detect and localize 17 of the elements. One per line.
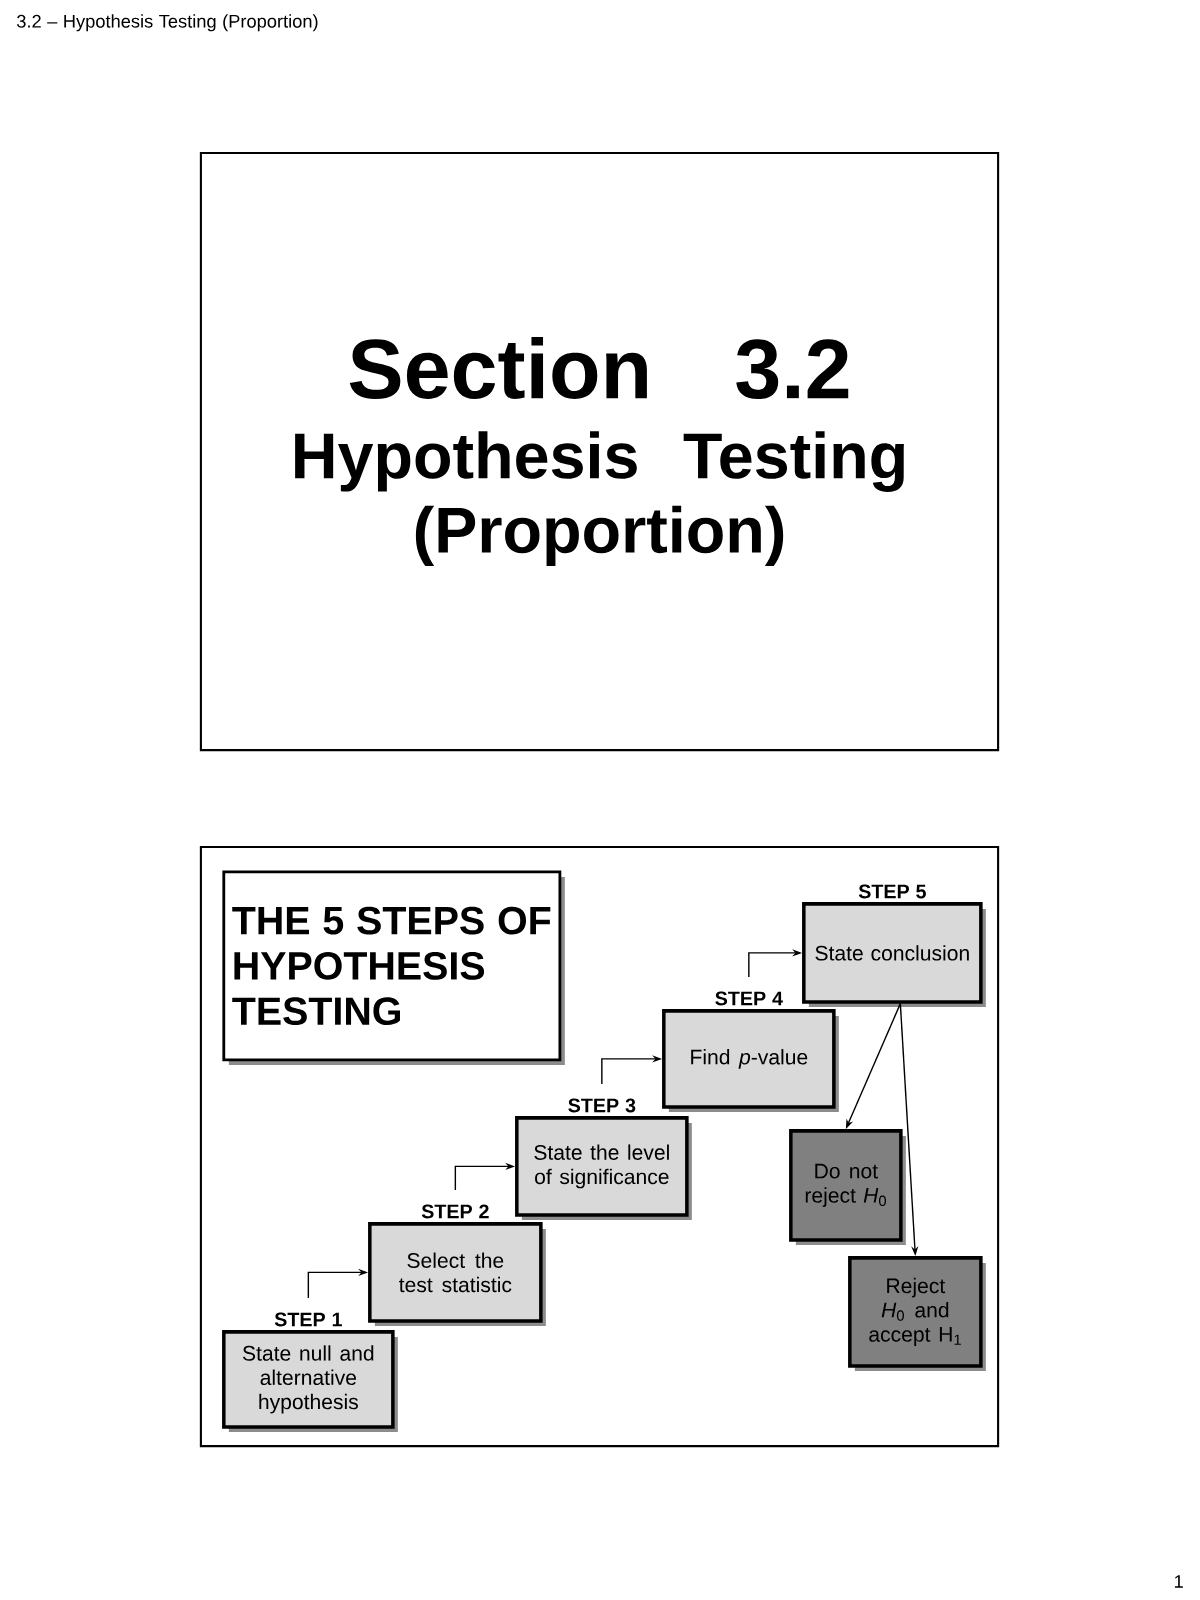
result-box: Reject H$_{0}$ and accept H$_{1}$ <box>848 1256 986 1371</box>
title-slide: Section 3.2 Hypothesis Testing (Proportion) <box>199 151 1000 752</box>
step-box: Select the test statistic <box>368 1222 546 1326</box>
step-label: STEP 3 <box>568 1098 636 1113</box>
step-box: State conclusion <box>802 902 986 1007</box>
step-label: STEP 4 <box>715 991 783 1006</box>
step-box: State null and alternative hypothesis <box>222 1330 398 1432</box>
step-label: STEP 1 <box>274 1312 342 1327</box>
header-text: 3.2 – Hypothesis Testing (Proportion) <box>17 14 318 32</box>
page-number: 1 <box>1174 1575 1183 1588</box>
title-box: THE 5 STEPS OF HYPOTHESIS TESTING <box>222 870 565 1065</box>
step-box: Find p-value <box>662 1009 839 1112</box>
step-label: STEP 2 <box>421 1204 489 1219</box>
slide-frame <box>199 845 1000 1448</box>
step-box: State the level of significance <box>515 1116 692 1220</box>
result-box: Do not reject H$_{0}$ <box>789 1129 906 1245</box>
step-label: STEP 5 <box>858 884 926 899</box>
